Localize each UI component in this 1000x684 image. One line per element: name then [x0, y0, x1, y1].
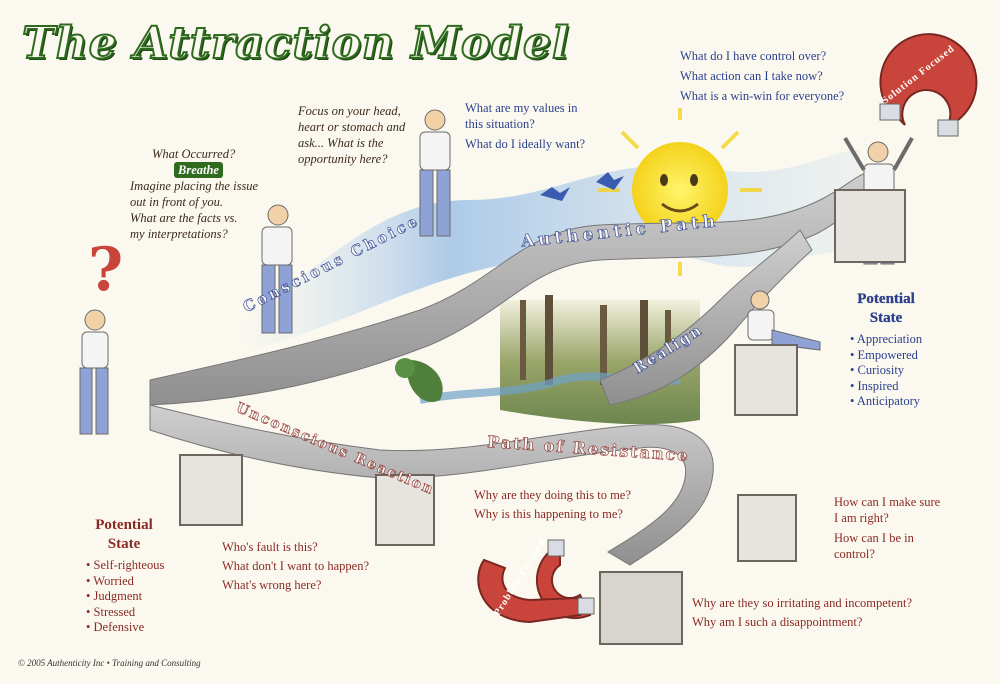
control-block: What do I have control over? What action… — [680, 46, 844, 106]
list-item: Stressed — [86, 605, 164, 621]
positive-state-title: Potential — [857, 291, 915, 307]
why-block: Why are they doing this to me? Why is th… — [474, 486, 631, 524]
box-icons — [179, 189, 906, 645]
list-item: Curiosity — [850, 363, 922, 379]
list-item: Inspired — [850, 379, 922, 395]
why-line: Why is this happening to me? — [474, 507, 623, 521]
sure-line: How can I be in — [834, 531, 914, 545]
negative-state-list: Self-righteous Worried Judgment Stressed… — [86, 558, 164, 636]
problem-magnet-icon — [477, 539, 595, 624]
values-block: What are my values in this situation? Wh… — [465, 100, 585, 152]
list-item: Defensive — [86, 620, 164, 636]
page-title: The Attraction Model — [21, 17, 570, 70]
occurred-line: out in front of you. — [130, 195, 223, 209]
sure-line: control? — [834, 547, 875, 561]
sun-icon — [598, 108, 762, 276]
occurred-line: What Occurred? — [152, 147, 236, 161]
list-item: Empowered — [850, 348, 922, 364]
control-line: What do I have control over? — [680, 49, 827, 63]
focus-line: heart or stomach and — [298, 120, 406, 134]
list-item: Self-righteous — [86, 558, 165, 574]
list-item: Appreciation — [850, 332, 922, 348]
negative-state-panel: Potential State Self-righteous Worried J… — [86, 516, 164, 636]
irritating-line: Why are they so irritating and incompete… — [692, 596, 913, 610]
negative-state-title: Potential — [95, 517, 153, 533]
occurred-block: What Occurred? Breathe Imagine placing t… — [130, 146, 258, 242]
irritating-line: Why am I such a disappointment? — [692, 615, 863, 629]
bird-icon — [540, 187, 570, 201]
copyright-text: © 2005 Authenticity Inc • Training and C… — [18, 658, 201, 668]
values-line: What do I ideally want? — [465, 137, 586, 151]
sure-line: I am right? — [834, 511, 889, 525]
positive-state-list: Appreciation Empowered Curiosity Inspire… — [850, 332, 922, 410]
occurred-line: Imagine placing the issue — [130, 179, 259, 193]
occurred-line: What are the facts vs. — [130, 211, 238, 225]
control-worry-block: How can I make sure I am right? How can … — [834, 494, 940, 562]
focus-line: ask... What is the — [298, 136, 384, 150]
solution-magnet-icon — [879, 33, 978, 137]
question-mark-icon: ? — [88, 235, 123, 305]
breathe-badge: Breathe — [174, 162, 223, 178]
fault-line: What don't I want to happen? — [222, 559, 369, 573]
list-item: Judgment — [86, 589, 164, 605]
irritating-block: Why are they so irritating and incompete… — [692, 594, 912, 632]
control-line: What action can I take now? — [680, 69, 823, 83]
positive-state-title: State — [869, 310, 903, 326]
why-line: Why are they doing this to me? — [474, 488, 631, 502]
bird-icon — [596, 172, 624, 190]
sure-line: How can I make sure — [834, 495, 941, 509]
fault-block: Who's fault is this? What don't I want t… — [222, 538, 369, 595]
occurred-line: my interpretations? — [130, 227, 228, 241]
focus-line: opportunity here? — [298, 152, 388, 166]
positive-state-panel: Potential State Appreciation Empowered C… — [850, 290, 922, 410]
realign-path — [599, 229, 813, 406]
list-item: Worried — [86, 574, 164, 590]
values-line: What are my values in — [465, 101, 578, 115]
focus-block: Focus on your head, heart or stomach and… — [298, 103, 405, 167]
control-line: What is a win-win for everyone? — [680, 89, 845, 103]
negative-state-title: State — [107, 536, 141, 552]
fault-line: Who's fault is this? — [222, 540, 318, 554]
fault-line: What's wrong here? — [222, 578, 322, 592]
values-line: this situation? — [465, 117, 535, 131]
focus-line: Focus on your head, — [298, 104, 401, 118]
list-item: Anticipatory — [850, 394, 922, 410]
